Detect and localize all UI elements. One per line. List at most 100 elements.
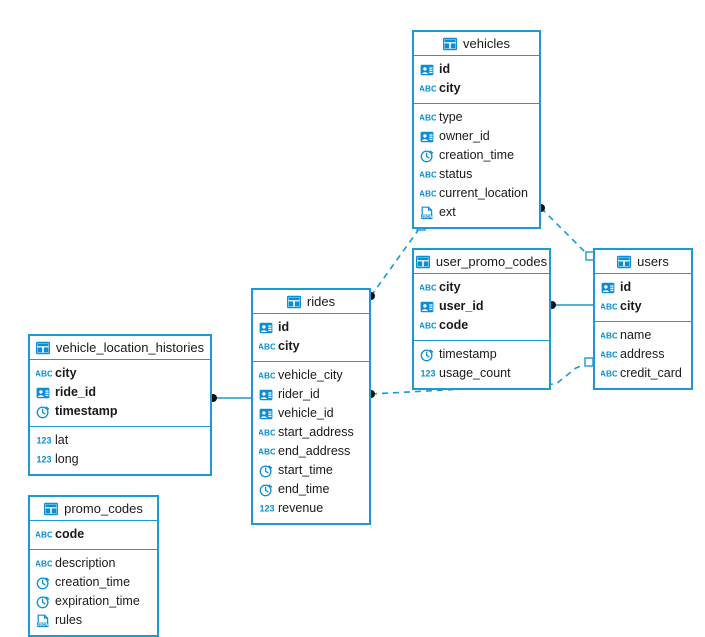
clock-icon — [259, 483, 273, 497]
column-row[interactable]: rider_id — [253, 385, 369, 404]
svg-text:ABC: ABC — [259, 427, 275, 437]
column-row[interactable]: timestamp — [30, 402, 210, 421]
abc-icon: ABC — [420, 187, 436, 201]
column-row[interactable]: owner_id — [414, 127, 539, 146]
column-row[interactable]: ride_id — [30, 383, 210, 402]
clock-icon — [420, 149, 434, 163]
abc-icon: ABC — [420, 168, 436, 182]
column-row[interactable]: id — [414, 60, 539, 79]
table-header[interactable]: vehicle_location_histories — [30, 336, 210, 360]
abc-icon: ABC — [420, 281, 436, 295]
column-row[interactable]: id — [595, 278, 691, 297]
table-icon — [443, 37, 458, 51]
key-id-icon — [259, 388, 273, 402]
json-icon: JSON — [420, 206, 434, 220]
column-name: revenue — [278, 501, 324, 516]
svg-text:ABC: ABC — [36, 558, 52, 568]
column-name: address — [620, 347, 665, 362]
key-id-icon — [36, 386, 50, 400]
table-icon — [617, 255, 632, 269]
column-row[interactable]: expiration_time — [30, 592, 157, 611]
column-name: code — [439, 318, 469, 333]
svg-text:ABC: ABC — [601, 368, 617, 378]
svg-text:ABC: ABC — [420, 320, 436, 330]
relationship-user_promo_codes-to-users[interactable] — [548, 301, 593, 309]
svg-text:ABC: ABC — [601, 330, 617, 340]
column-name: rules — [55, 613, 83, 628]
table-header[interactable]: rides — [253, 290, 369, 314]
table-header[interactable]: users — [595, 250, 691, 274]
svg-text:ABC: ABC — [420, 188, 436, 198]
abc-icon: ABC — [36, 528, 52, 542]
svg-text:123: 123 — [36, 454, 51, 464]
column-row[interactable]: creation_time — [414, 146, 539, 165]
table-header[interactable]: user_promo_codes — [414, 250, 549, 274]
column-row[interactable]: vehicle_id — [253, 404, 369, 423]
column-name: creation_time — [439, 148, 515, 163]
column-name: expiration_time — [55, 594, 140, 609]
column-row[interactable]: timestamp — [414, 345, 549, 364]
table-name: rides — [306, 294, 336, 309]
column-name: user_id — [439, 299, 484, 314]
svg-text:ABC: ABC — [420, 169, 436, 179]
column-name: city — [278, 339, 300, 354]
abc-icon: ABC — [420, 82, 436, 96]
key-id-icon — [420, 63, 434, 77]
number-icon: 123 — [420, 367, 435, 381]
column-row[interactable]: end_time — [253, 480, 369, 499]
column-name: type — [439, 110, 463, 125]
column-name: name — [620, 328, 652, 343]
column-name: end_address — [278, 444, 351, 459]
abc-icon: ABC — [420, 319, 436, 333]
svg-text:ABC: ABC — [420, 112, 436, 122]
table-header[interactable]: vehicles — [414, 32, 539, 56]
column-row[interactable]: creation_time — [30, 573, 157, 592]
column-name: credit_card — [620, 366, 682, 381]
column-row[interactable]: user_id — [414, 297, 549, 316]
column-name: code — [55, 527, 85, 542]
table-header[interactable]: promo_codes — [30, 497, 157, 521]
relationship-vehicle_location_histories-to-rides[interactable] — [209, 394, 251, 402]
svg-text:ABC: ABC — [259, 370, 275, 380]
column-row[interactable]: id — [253, 318, 369, 337]
abc-icon: ABC — [36, 557, 52, 571]
column-name: id — [439, 62, 451, 77]
column-row[interactable]: start_time — [253, 461, 369, 480]
key-id-icon — [601, 281, 615, 295]
abc-icon: ABC — [601, 329, 617, 343]
column-name: status — [439, 167, 473, 182]
